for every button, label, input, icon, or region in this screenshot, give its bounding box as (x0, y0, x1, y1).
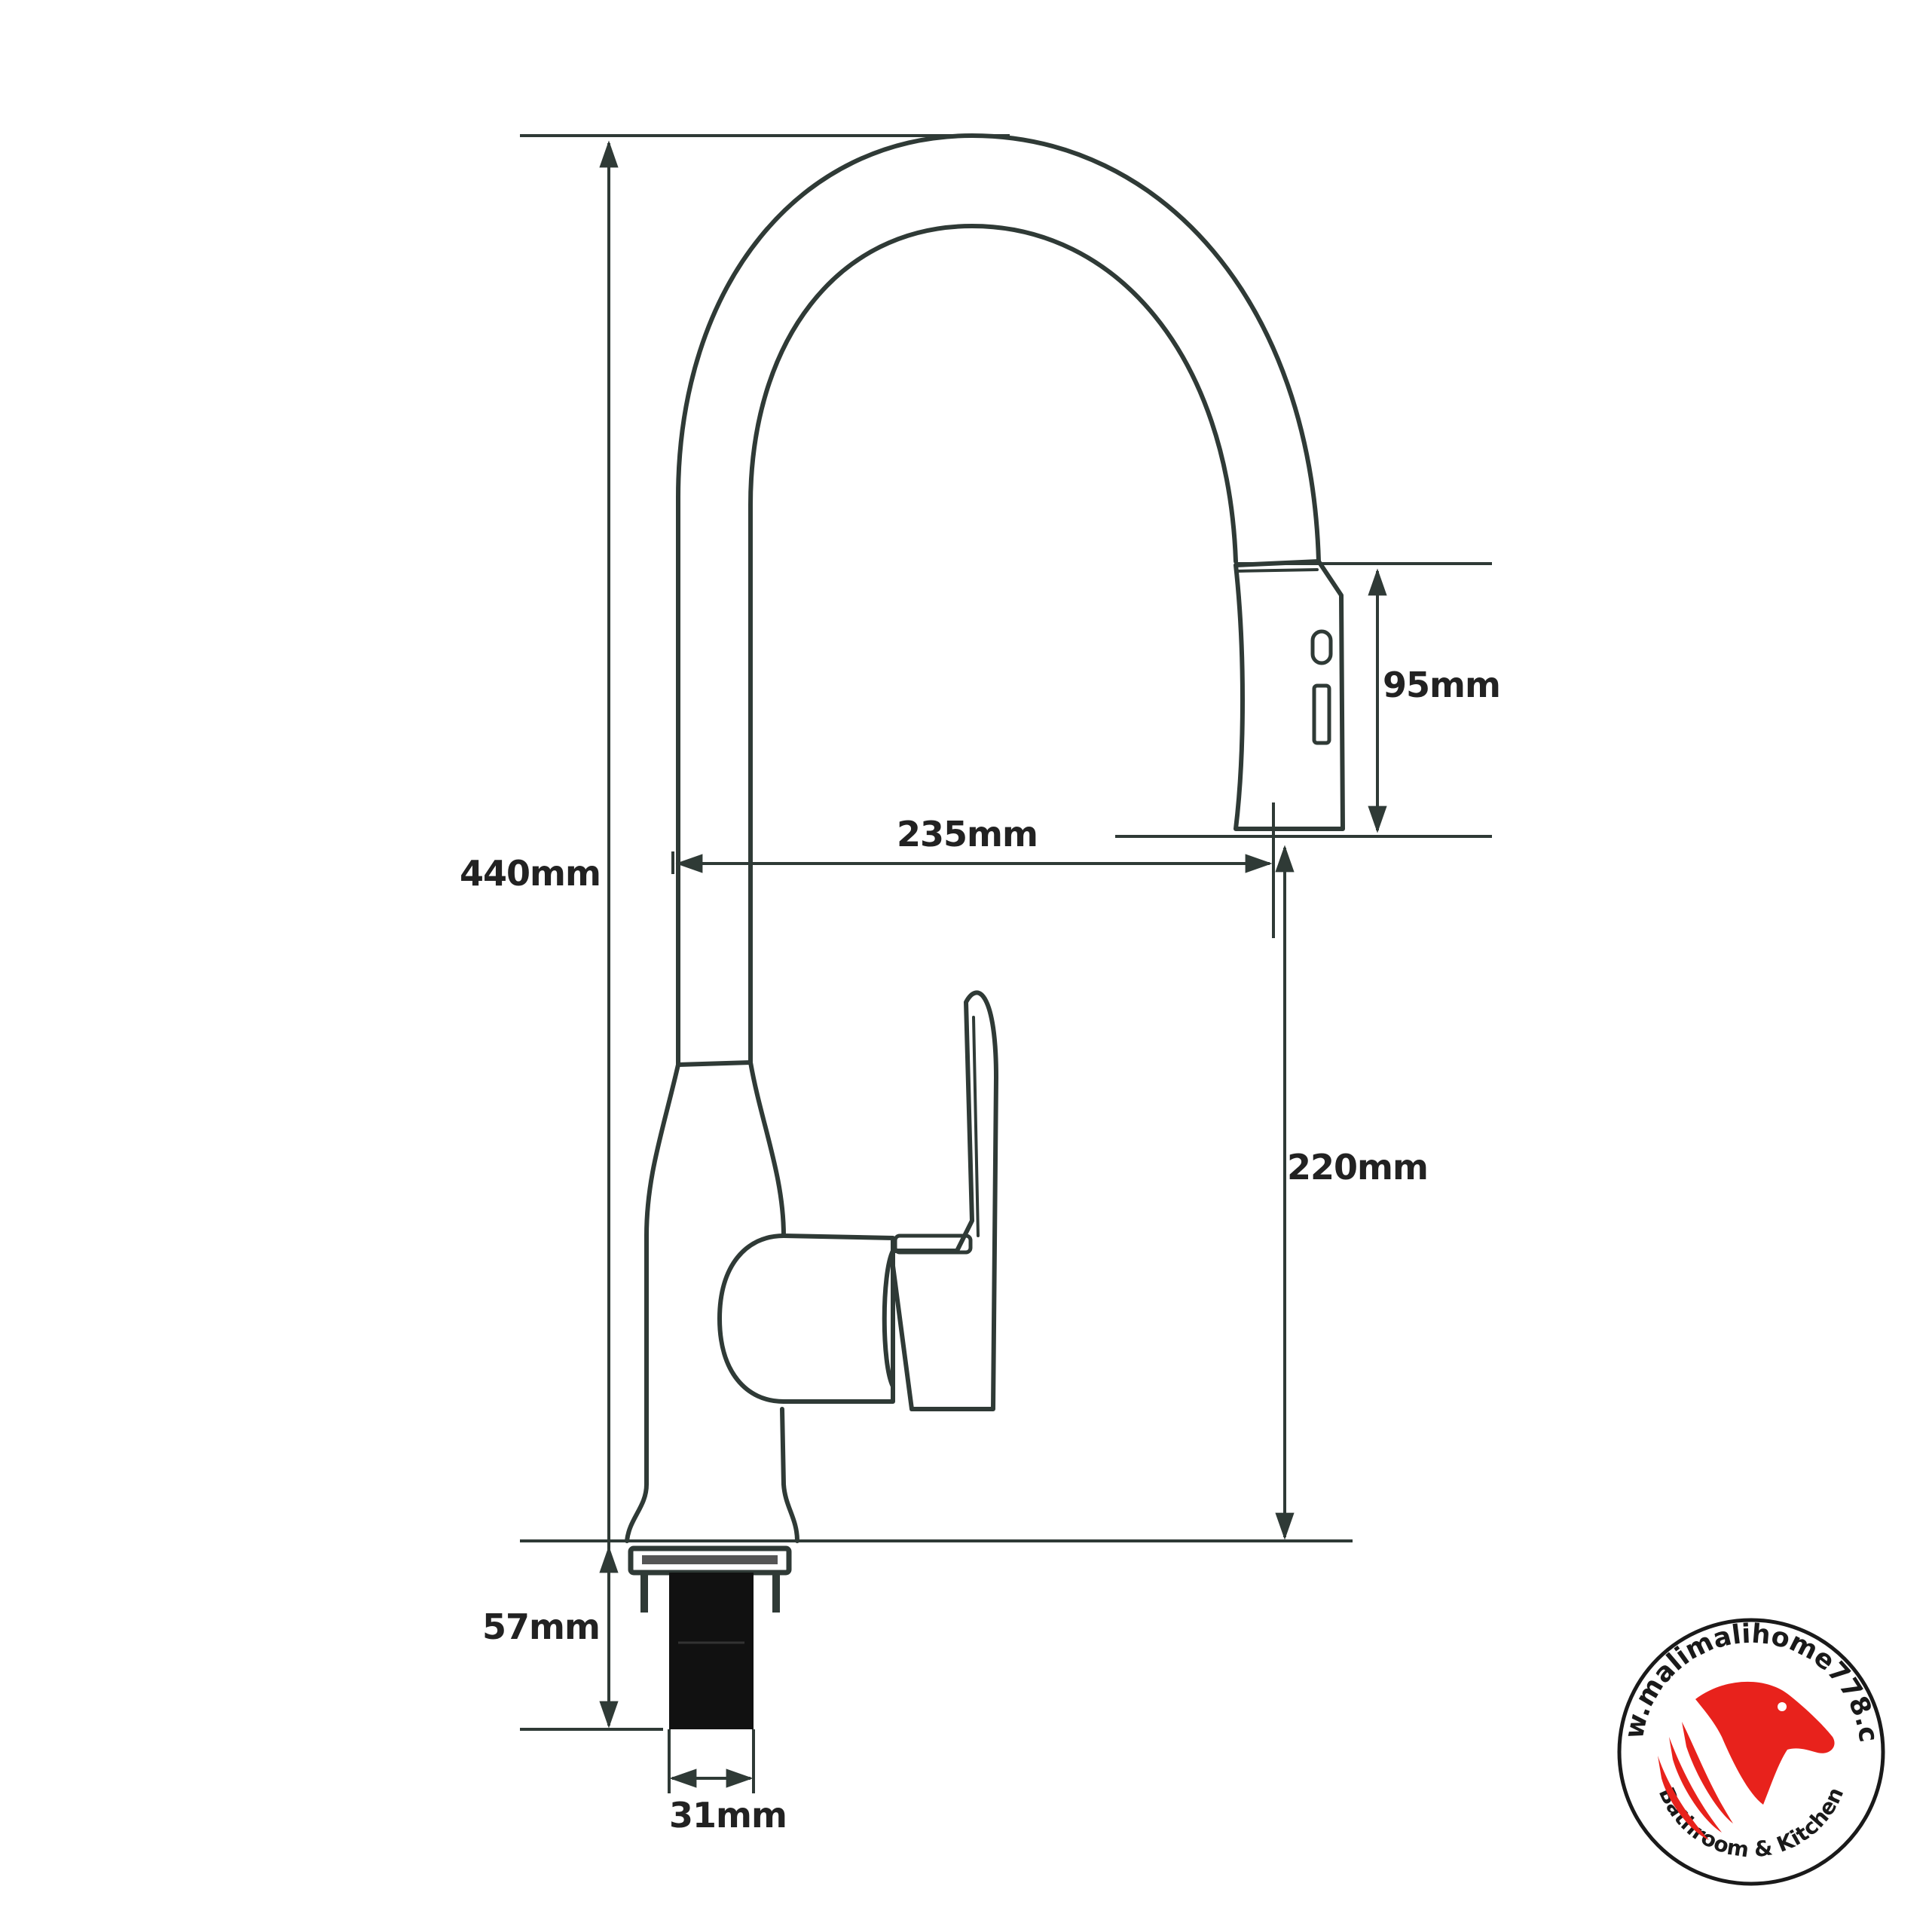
label-shank-diameter: 31mm (669, 1795, 787, 1836)
faucet-body-right (748, 1060, 786, 1238)
cartridge-housing (781, 1233, 895, 1404)
spray-head-button-bottom (1312, 683, 1331, 745)
spray-head (1234, 559, 1345, 831)
lever-collar (893, 1233, 973, 1255)
mounting-shank (628, 1545, 792, 1729)
faucet-base-right (780, 1407, 799, 1543)
spray-head-button-top (1310, 629, 1333, 665)
neck-joint (676, 1060, 753, 1067)
shank-flange-inner (642, 1555, 778, 1564)
label-spray-head-length: 95mm (1383, 665, 1500, 705)
label-spout-height: 220mm (1287, 1147, 1428, 1188)
spray-head-divider (1234, 568, 1319, 573)
dimension-lines (520, 134, 1492, 1793)
label-total-height: 440mm (460, 853, 601, 894)
label-spout-reach: 235mm (897, 814, 1038, 854)
mixer-dome (717, 1233, 786, 1404)
shank-thread (669, 1573, 754, 1729)
spout-inner-curve (748, 224, 1238, 1065)
faucet-body-left (625, 1062, 680, 1543)
horse-head-icon (1658, 1681, 1835, 1840)
cartridge-cap (882, 1249, 895, 1389)
lever-handle (891, 990, 998, 1411)
stamp-website: www.malimalihome778.com (0, 0, 1884, 1744)
label-shank-length: 57mm (482, 1606, 600, 1647)
brand-stamp: www.malimalihome778.com Bathroom & Kitch… (0, 0, 1885, 1886)
spout-outer-curve (676, 133, 1321, 1067)
dimension-labels: 440mm 235mm 220mm 95mm 57mm 31mm (460, 665, 1501, 1836)
lever-ridge (972, 1016, 980, 1237)
